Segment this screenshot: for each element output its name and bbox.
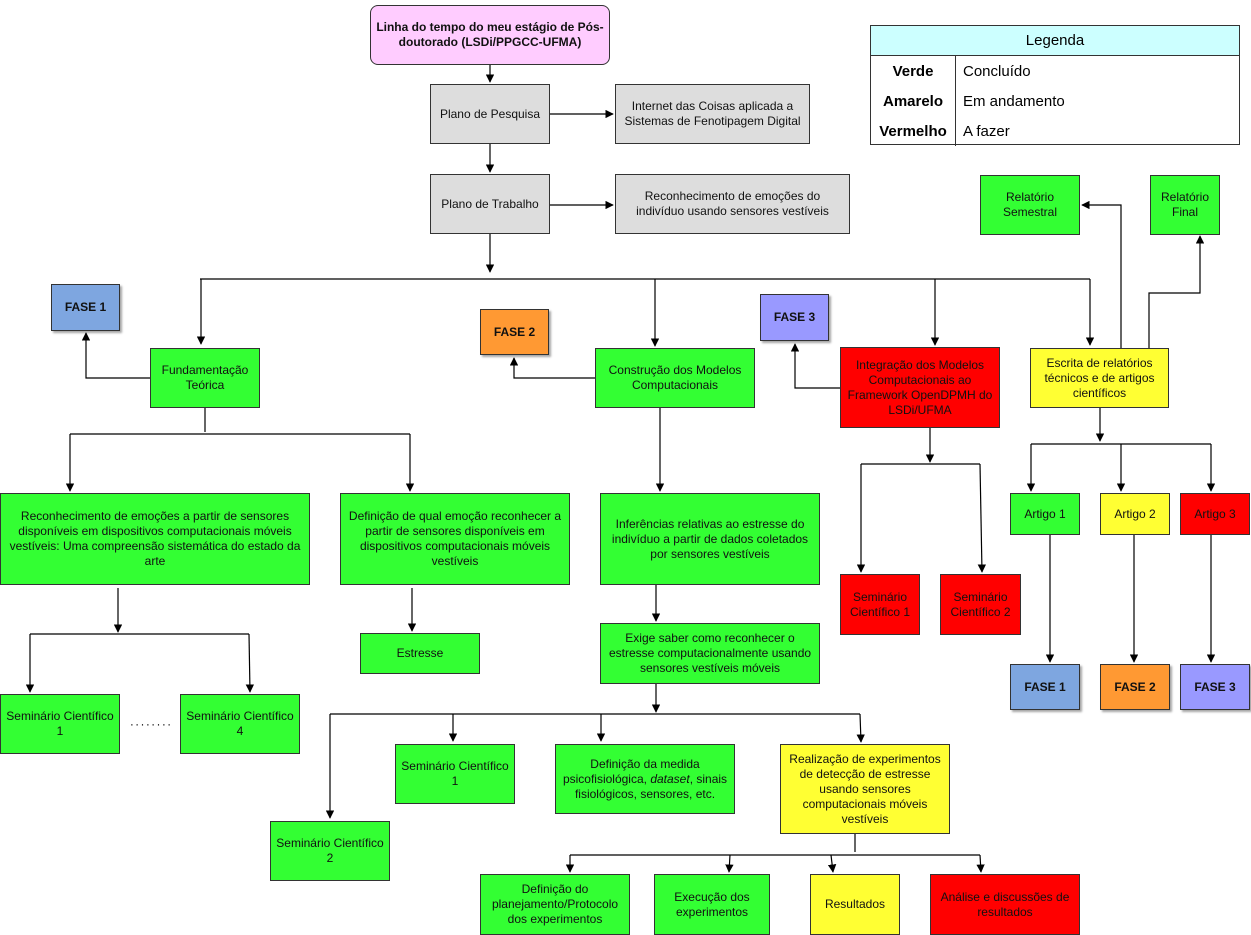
connector [976, 854, 985, 873]
fase2-badge-artigo: FASE 2 [1100, 664, 1170, 710]
legend-key: Vermelho [871, 116, 956, 146]
legend-value: A fazer [963, 122, 1010, 140]
legend-value: Em andamento [963, 92, 1065, 110]
legend-row-vermelho: Vermelho A fazer [871, 116, 1239, 146]
inferencias-node: Inferências relativas ao estresse do ind… [600, 493, 820, 585]
connector [1081, 200, 1122, 348]
resultados-node: Resultados [810, 874, 900, 935]
realizacao-node: Realização de experimentos de detecção d… [780, 744, 950, 834]
seminario-2-mid: Seminário Científico 2 [270, 821, 390, 881]
medida-text: Definição da medida psicofisiológica, da… [562, 756, 728, 801]
ellipsis-dots: · · · · · · · · [129, 717, 171, 731]
artigo-2-node: Artigo 2 [1100, 493, 1170, 535]
plano-trabalho-node: Plano de Trabalho [430, 174, 550, 234]
connector [725, 854, 734, 873]
revisao-node: Reconhecimento de emoções a partir de se… [0, 493, 310, 585]
fase1-badge: FASE 1 [51, 284, 120, 331]
fase3-badge-artigo: FASE 3 [1180, 664, 1250, 710]
definicao-emocao-node: Definição de qual emoção reconhecer a pa… [340, 493, 570, 585]
relatorio-final-node: Relatório Final [1150, 175, 1220, 235]
connector [245, 633, 255, 693]
iot-node: Internet das Coisas aplicada a Sistemas … [615, 84, 810, 144]
escrita-node: Escrita de relatórios técnicos e de arti… [1030, 348, 1169, 408]
plano-pesquisa-node: Plano de Pesquisa [430, 84, 550, 144]
relatorio-semestral-node: Relatório Semestral [980, 175, 1080, 235]
legend-value: Concluído [963, 62, 1031, 80]
seminario-2-right: Seminário Científico 2 [940, 574, 1021, 635]
seminario-1-left: Seminário Científico 1 [0, 694, 120, 754]
seminario-4-left: Seminário Científico 4 [180, 694, 300, 754]
legend-row-verde: Verde Concluído [871, 56, 1239, 86]
connector [790, 343, 840, 389]
medida-node: Definição da medida psicofisiológica, da… [555, 744, 735, 814]
exige-node: Exige saber como reconhecer o estresse c… [600, 623, 820, 684]
execucao-node: Execução dos experimentos [654, 874, 770, 935]
seminario-1-right: Seminário Científico 1 [840, 574, 920, 635]
fundamentacao-node: Fundamentação Teórica [150, 348, 260, 408]
legend-title: Legenda [871, 26, 1239, 56]
connector [81, 332, 150, 379]
legend-key: Amarelo [871, 86, 956, 116]
estresse-node: Estresse [360, 633, 480, 674]
connector [509, 357, 595, 379]
artigo-1-node: Artigo 1 [1010, 493, 1080, 535]
diagram-title: Linha do tempo do meu estágio de Pós-dou… [370, 5, 610, 65]
seminario-1-mid: Seminário Científico 1 [395, 744, 515, 804]
artigo-3-node: Artigo 3 [1180, 493, 1250, 535]
fase1-badge-artigo: FASE 1 [1010, 664, 1080, 710]
connector [856, 713, 865, 743]
connector [1148, 235, 1205, 348]
construcao-node: Construção dos Modelos Computacionais [595, 348, 755, 408]
legend-key: Verde [871, 56, 956, 86]
fase3-badge: FASE 3 [760, 294, 829, 341]
connector [977, 463, 987, 573]
planejamento-node: Definição do planejamento/Protocolo dos … [480, 874, 630, 935]
reconhecimento-node: Reconhecimento de emoções do indivíduo u… [615, 174, 850, 234]
fase2-badge: FASE 2 [480, 309, 549, 355]
integracao-node: Integração dos Modelos Computacionais ao… [840, 347, 1000, 428]
legend-table: Legenda Verde Concluído Amarelo Em andam… [870, 25, 1240, 146]
connector [827, 854, 837, 873]
legend-row-amarelo: Amarelo Em andamento [871, 86, 1239, 116]
analise-node: Análise e discussões de resultados [930, 874, 1080, 935]
